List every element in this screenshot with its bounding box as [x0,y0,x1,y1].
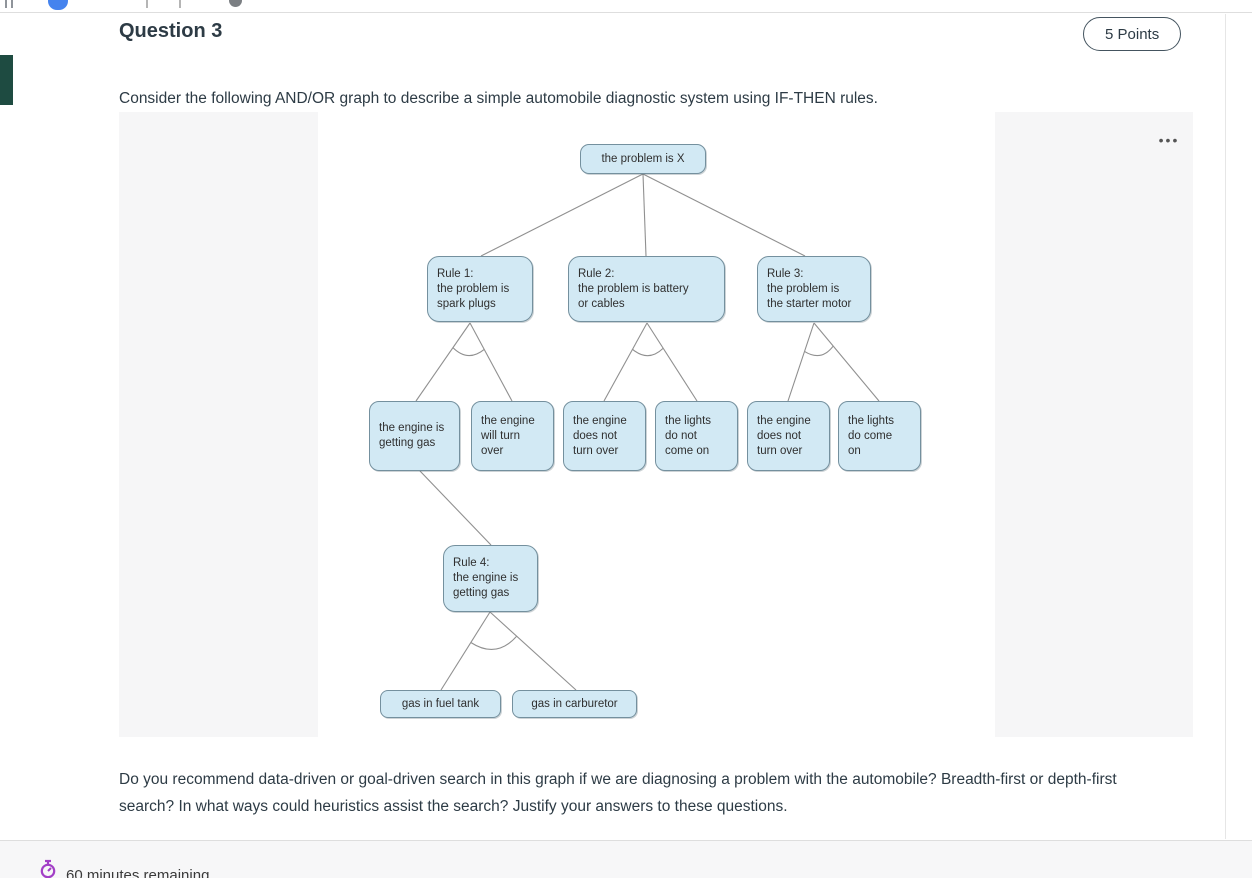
toolbar-icon-fragment[interactable] [11,0,13,8]
diagram-node-problem-x: the problem is X [580,144,706,174]
diagram-node-gas-in-fuel-tank: gas in fuel tank [380,690,501,718]
points-badge: 5 Points [1083,17,1182,51]
question-indicator-bar [0,55,13,105]
timer-text: 60 minutes remaining [66,867,210,878]
toolbar-blue-icon[interactable] [48,0,68,10]
top-toolbar [0,0,1252,13]
toolbar-separator [179,0,181,8]
toolbar-icon-fragment[interactable] [5,0,7,8]
diagram-node-gas-in-carburetor: gas in carburetor [512,690,637,718]
question-prompt: Do you recommend data-driven or goal-dri… [119,771,1117,815]
diagram-edges [415,173,880,691]
more-options-button[interactable]: ••• [1149,128,1189,152]
quiz-footer: 60 minutes remaining [0,840,1252,878]
help-icon[interactable] [229,0,242,7]
image-letterbox-right [995,112,1193,737]
image-letterbox-left [119,112,318,737]
question-title: Question 3 [119,20,223,42]
toolbar-separator [146,0,148,8]
question-intro: Consider the following AND/OR graph to d… [119,90,878,107]
card-right-border [1225,14,1226,839]
timer-icon [40,859,56,878]
